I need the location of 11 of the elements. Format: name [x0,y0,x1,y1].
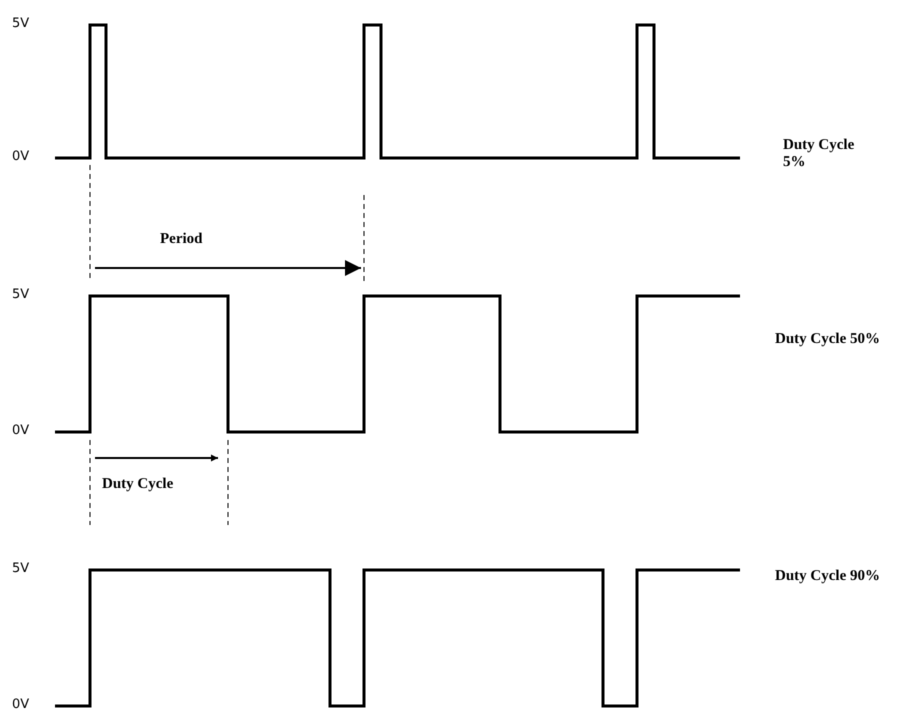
voltage-label: 5V [12,288,30,303]
voltage-label: 0V [12,424,30,439]
annotation-text: Period [160,231,202,248]
voltage-label: 0V [12,150,30,165]
annotation-text: Duty Cycle 5% [783,137,856,172]
voltage-label: 5V [12,17,30,32]
annotation-text: Duty Cycle 90% [775,568,880,586]
voltage-label: 5V [12,562,30,577]
voltage-label: 0V [12,698,30,711]
annotation-text: Duty Cycle 50% [775,331,880,348]
annotation-text: Duty Cycle [102,476,174,494]
